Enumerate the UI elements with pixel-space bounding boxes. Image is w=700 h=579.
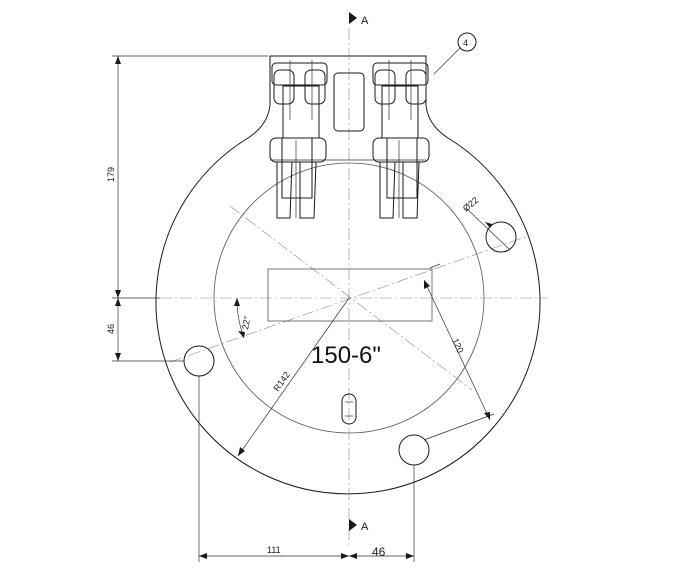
balloon-leader (433, 47, 461, 75)
dim-46-left-label: 46 (106, 324, 116, 334)
section-label-top: A (361, 15, 369, 27)
dim-46-bottom-label: 46 (372, 545, 386, 559)
bolt-hole-upper-right (485, 221, 517, 253)
part-balloon (457, 32, 477, 52)
dimension-111: 111 (198, 376, 349, 562)
diagonal-centerline-2 (229, 205, 473, 391)
dimension-angle: 22° (234, 297, 252, 339)
flange-outline (155, 55, 541, 495)
model-label: 150-6" (311, 342, 381, 369)
dimension-46-left: 46 (106, 298, 184, 362)
dim-111-label: 111 (267, 545, 281, 555)
right-clamp-assembly (372, 60, 430, 219)
dim-diameter-label: Ø22 (461, 195, 480, 214)
left-clamp-assembly (269, 60, 328, 219)
bolt-hole-left (183, 345, 215, 377)
balloon-number: 4 (463, 38, 468, 48)
center-rectangle (267, 268, 433, 322)
dim-179-label: 179 (106, 167, 116, 182)
dim-angle-label: 22° (240, 315, 252, 331)
dim-120-label: 120 (450, 337, 465, 355)
dimension-120: 120 (423, 263, 495, 441)
diagonal-centerline (169, 235, 529, 363)
top-center-slot (333, 72, 365, 132)
dim-radius-label: R142 (271, 370, 292, 393)
dimension-46-bottom: 46 (349, 465, 415, 562)
section-arrow-top (349, 12, 357, 24)
drain-slot (341, 393, 357, 425)
dimension-179: 179 (106, 55, 268, 299)
section-label-bottom: A (361, 521, 369, 533)
section-arrow-bottom (349, 519, 357, 531)
